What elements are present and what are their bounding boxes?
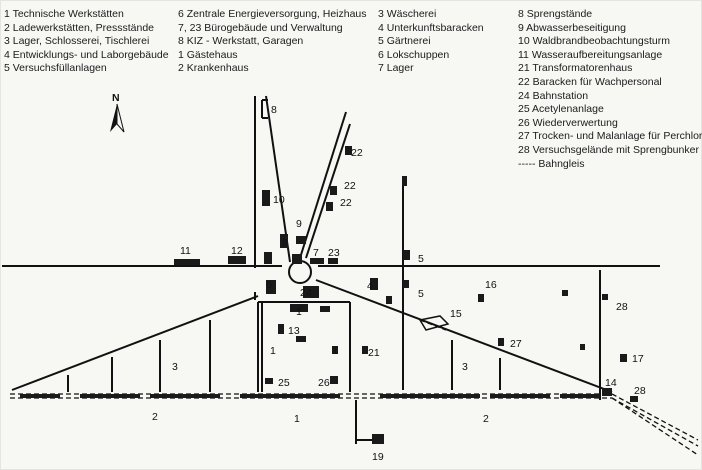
- legend-column-1: 1 Technische Werkstätten 2 Ladewerkstätt…: [4, 8, 169, 76]
- legend-item: 21 Transformatorenhaus: [518, 62, 633, 75]
- map-label: 22: [340, 197, 352, 209]
- roads: [2, 95, 660, 444]
- north-label: N: [112, 92, 120, 104]
- map-label: 3: [172, 361, 178, 373]
- legend-item: 27 Trocken- und Malanlage für Perchlorat: [518, 130, 702, 143]
- map-label: 17: [632, 353, 644, 365]
- map-label: 26: [318, 377, 330, 389]
- map-label: 12: [231, 245, 243, 257]
- map-label: 22: [344, 180, 356, 192]
- railway: [10, 319, 699, 456]
- map-label: 28: [634, 385, 646, 397]
- legend-item: 8 Sprengstände: [518, 8, 593, 20]
- legend-item: 5 Gärtnerei: [378, 35, 431, 48]
- map-label: 1: [294, 413, 300, 425]
- map-label: 23: [328, 247, 340, 259]
- map-labels: 8 22 22 22 10 9 11 12 8 7 23 5 6 24 4 5 …: [152, 104, 646, 463]
- roundabout: [288, 260, 312, 284]
- legend-item: 25 Acetylenanlage: [518, 103, 604, 116]
- map-label: 8: [282, 237, 288, 249]
- map-label: 5: [418, 253, 424, 265]
- legend-item: 2 Ladewerkstätten, Pressstände: [4, 21, 155, 34]
- map-label: 1: [332, 345, 338, 357]
- map-label: 22: [351, 147, 363, 159]
- legend-item: 10 Waldbrandbeobachtungsturm: [518, 35, 670, 48]
- map-label: 10: [273, 194, 285, 206]
- legend-item: 24 Bahnstation: [518, 89, 589, 102]
- legend-item: 7, 23 Bürogebäude und Verwaltung: [178, 21, 343, 34]
- map-label: 1: [296, 306, 302, 318]
- legend-item: 11 Wasseraufbereitungsanlage: [518, 48, 663, 61]
- map-label: 2: [483, 413, 489, 425]
- map-label: 24: [300, 287, 312, 299]
- legend-item: 1 Technische Werkstätten: [4, 8, 124, 20]
- legend-column-4: 8 Sprengstände 9 Abwasserbeseitigung 10 …: [518, 8, 702, 171]
- legend-item: 2 Krankenhaus: [178, 62, 249, 75]
- map-label: 16: [485, 279, 497, 291]
- map-label: 11: [180, 245, 191, 257]
- legend-item: 6 Zentrale Energieversorgung, Heizhaus: [178, 8, 367, 20]
- map-label: 1: [270, 345, 276, 357]
- map-label: 2: [152, 411, 158, 423]
- map-label: 4: [367, 280, 373, 292]
- legend-column-2: 6 Zentrale Energieversorgung, Heizhaus 7…: [178, 8, 367, 76]
- north-arrow-icon: N: [110, 92, 125, 133]
- map-label: 25: [278, 377, 290, 389]
- map-label: 28: [616, 301, 628, 313]
- legend-item: 26 Wiederverwertung: [518, 116, 618, 129]
- legend-item: 8 KIZ - Werkstatt, Garagen: [178, 35, 304, 48]
- legend-item: 1 Gästehaus: [178, 48, 238, 61]
- map-label: 13: [288, 325, 300, 337]
- map-label: 7: [313, 247, 319, 259]
- legend-item: 5 Versuchsfüllanlagen: [4, 62, 107, 75]
- map-label: 9: [296, 218, 302, 230]
- legend-item: 3 Wäscherei: [378, 8, 437, 20]
- map-label: 21: [368, 347, 380, 359]
- legend-item: 6 Lokschuppen: [378, 48, 450, 61]
- legend-column-3: 3 Wäscherei 4 Unterkunftsbaracken 5 Gärt…: [378, 8, 484, 76]
- map-label: 15: [450, 308, 462, 320]
- legend-item: 3 Lager, Schlosserei, Tischlerei: [4, 35, 150, 48]
- map-label: 19: [372, 451, 384, 463]
- map-label: 14: [605, 377, 617, 389]
- legend-item: 7 Lager: [378, 62, 414, 75]
- map-label: 8: [271, 104, 277, 116]
- map-label: 3: [462, 361, 468, 373]
- legend-item: 22 Baracken für Wachpersonal: [518, 75, 662, 88]
- map-label: 5: [418, 288, 424, 300]
- legend-item: 28 Versuchsgelände mit Sprengbunker: [518, 143, 699, 156]
- legend-item: ----- Bahngleis: [518, 157, 585, 170]
- map-label: 27: [510, 338, 522, 350]
- legend-item: 4 Unterkunftsbaracken: [378, 21, 484, 34]
- buildings: [20, 99, 638, 444]
- legend-item: 9 Abwasserbeseitigung: [518, 21, 626, 34]
- map-label: 6: [266, 279, 272, 291]
- legend-item: 4 Entwicklungs- und Laborgebäude: [4, 48, 169, 61]
